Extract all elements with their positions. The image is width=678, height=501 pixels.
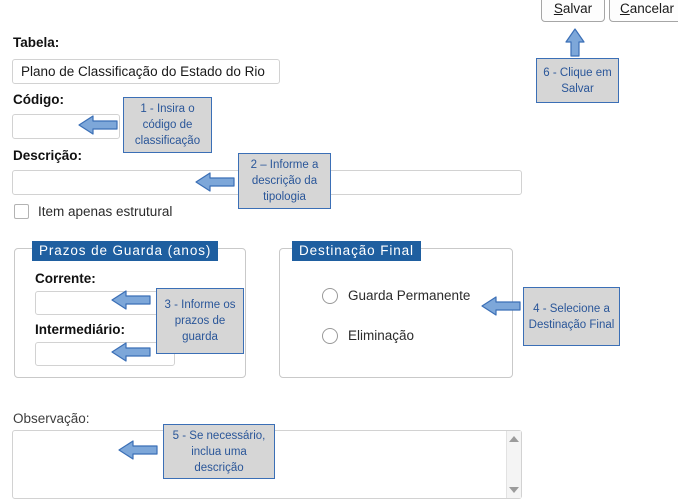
destinacao-final-fieldset — [279, 248, 513, 378]
arrow-left-icon-3a — [111, 290, 151, 310]
observacao-label: Observação: — [13, 411, 90, 426]
callout-3: 3 - Informe os prazos de guarda — [156, 288, 244, 354]
arrow-left-icon-3b — [111, 342, 151, 362]
radio-guarda-permanente[interactable] — [322, 288, 338, 304]
item-estrutural-checkbox[interactable] — [14, 204, 29, 219]
save-button-accel: S — [553, 0, 563, 16]
tabela-input[interactable] — [12, 59, 280, 84]
save-button-label: alvar — [562, 0, 593, 16]
callout-1: 1 - Insira o código de classificação — [123, 97, 212, 153]
scroll-down-arrow-icon[interactable] — [509, 487, 519, 493]
corrente-label: Corrente: — [35, 271, 96, 286]
callout-4: 4 - Selecione a Destinação Final — [523, 287, 620, 346]
callout-6-text: 6 - Clique em Salvar — [543, 66, 612, 95]
callout-5-text: 5 - Se necessário, inclua uma descrição — [172, 429, 266, 474]
destinacao-final-legend: Destinação Final — [292, 241, 421, 261]
arrow-left-icon-1 — [78, 115, 118, 135]
radio-eliminacao-label: Eliminação — [348, 328, 415, 343]
descricao-label: Descrição: — [13, 148, 83, 163]
radio-guarda-permanente-label: Guarda Permanente — [348, 288, 471, 303]
cancel-button[interactable]: Cancelar — [609, 0, 678, 22]
codigo-label: Código: — [13, 92, 64, 107]
observacao-scrollbar[interactable] — [506, 431, 521, 498]
callout-1-text: 1 - Insira o código de classificação — [134, 103, 201, 147]
arrow-left-icon-2 — [195, 172, 235, 192]
corrente-input[interactable] — [35, 291, 175, 315]
callout-2: 2 – Informe a descrição da tipologia — [238, 153, 331, 209]
callout-3-text: 3 - Informe os prazos de guarda — [164, 299, 236, 343]
radio-eliminacao[interactable] — [322, 328, 338, 344]
callout-2-text: 2 – Informe a descrição da tipologia — [250, 159, 319, 203]
item-estrutural-label: Item apenas estrutural — [38, 204, 173, 219]
tabela-label: Tabela: — [13, 35, 60, 50]
arrow-left-icon-5 — [118, 440, 158, 460]
save-button[interactable]: Salvar — [541, 0, 605, 22]
prazos-de-guarda-legend: Prazos de Guarda (anos) — [32, 241, 219, 261]
intermediario-label: Intermediário: — [35, 322, 126, 337]
callout-6: 6 - Clique em Salvar — [536, 58, 619, 103]
callout-4-text: 4 - Selecione a Destinação Final — [528, 302, 615, 331]
cancel-button-label: ancelar — [629, 0, 675, 16]
callout-5: 5 - Se necessário, inclua uma descrição — [163, 424, 275, 479]
arrow-up-icon-6 — [565, 28, 585, 57]
cancel-button-accel: C — [619, 0, 630, 16]
arrow-left-icon-4 — [481, 296, 521, 316]
intermediario-input[interactable] — [35, 342, 175, 366]
scroll-up-arrow-icon[interactable] — [509, 436, 519, 442]
